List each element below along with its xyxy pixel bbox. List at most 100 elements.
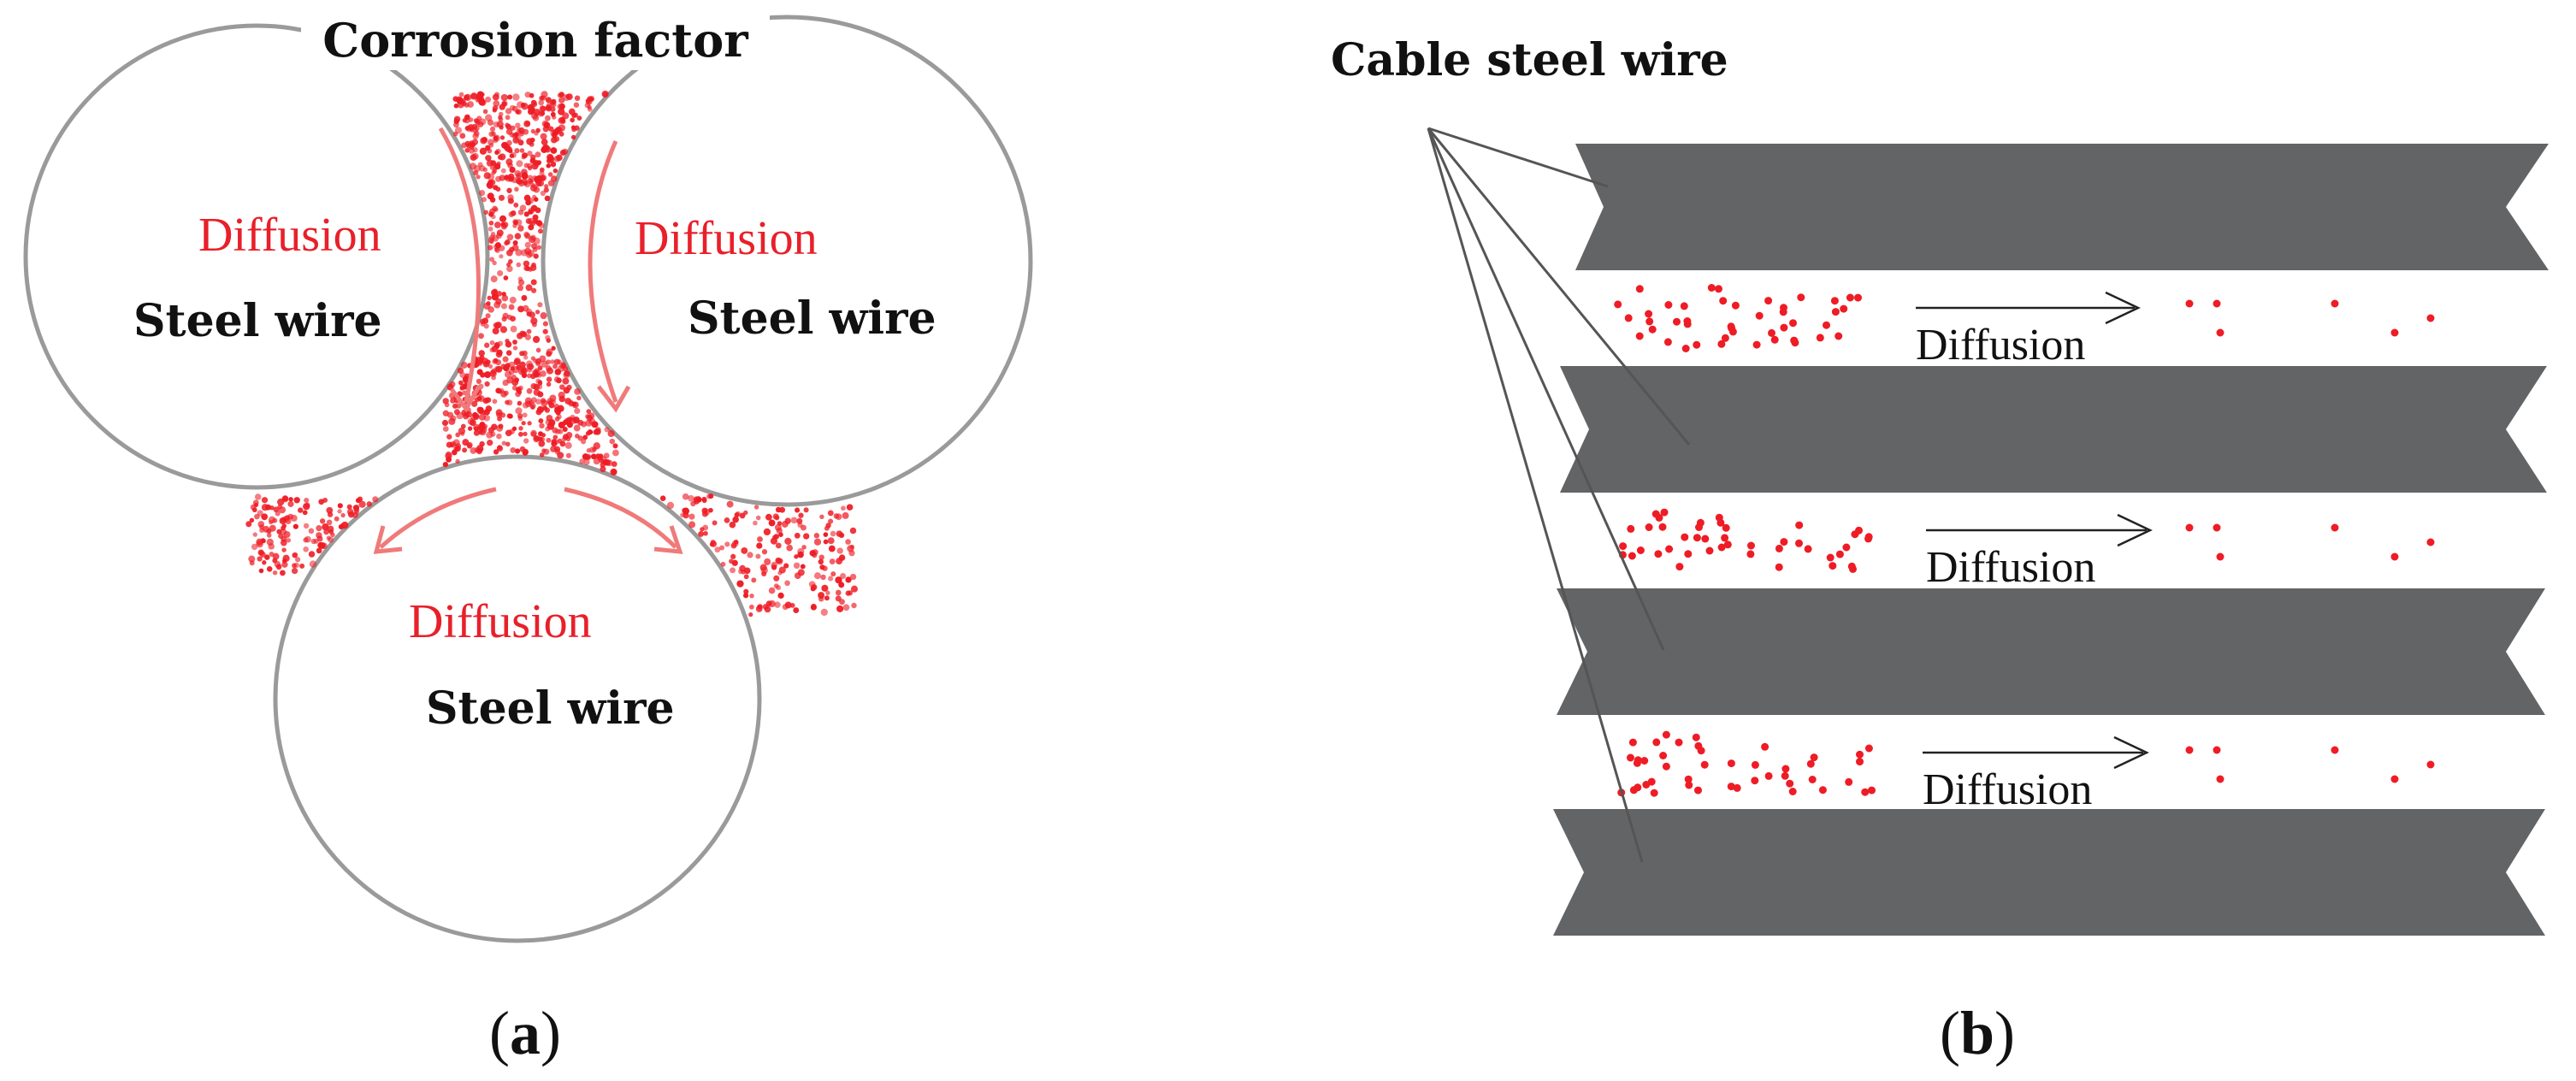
particle-dot <box>577 435 583 441</box>
particle-dot <box>542 321 548 327</box>
particle-dot <box>473 426 480 432</box>
particle-dot <box>512 340 517 345</box>
particle-dot <box>565 432 573 439</box>
particle-dot <box>334 516 340 522</box>
particle-dot <box>821 584 829 592</box>
particle-dot <box>337 509 342 514</box>
particle-dot <box>452 439 460 446</box>
particle-dot <box>1780 304 1787 312</box>
particle-dot <box>531 262 536 268</box>
particle-dot <box>1694 786 1702 795</box>
particle-dot <box>1719 297 1728 305</box>
particle-dot <box>1804 545 1812 553</box>
particle-dot <box>776 528 783 535</box>
particle-dot <box>1628 552 1636 560</box>
particle-dot <box>245 521 252 528</box>
particle-dot <box>551 98 557 104</box>
particle-dot <box>500 93 508 102</box>
particle-dot <box>1835 550 1844 558</box>
particle-dot <box>729 521 736 529</box>
particle-dot <box>526 328 532 334</box>
particle-dot <box>499 103 505 110</box>
particle-dot <box>1659 752 1668 759</box>
particle-dot <box>585 98 593 105</box>
particle-dot <box>533 109 541 116</box>
particle-dot <box>523 231 529 238</box>
particle-dot <box>471 123 478 130</box>
particle-dot <box>557 405 564 412</box>
particle-dot <box>1693 534 1701 542</box>
particle-dot <box>503 143 511 151</box>
particle-dot <box>582 434 588 440</box>
particle-dot <box>261 513 269 521</box>
particle-dot <box>742 593 749 599</box>
particle-dot <box>546 437 552 443</box>
pointer-line-2 <box>1427 127 1691 446</box>
particle-dot <box>503 275 509 281</box>
particle-dot <box>609 438 616 445</box>
particle-dot <box>489 369 497 377</box>
diffusion-label-bottom: Diffusion <box>409 595 592 648</box>
steel-wire-circle-left <box>23 23 490 490</box>
particle-dot <box>845 539 851 545</box>
particle-dot <box>522 412 528 418</box>
particle-dot <box>559 149 566 157</box>
particle-dot <box>553 376 560 383</box>
particle-dot <box>1861 788 1870 796</box>
particle-dot <box>521 294 528 301</box>
particle-dot <box>1695 523 1703 531</box>
particle-dot <box>442 461 449 468</box>
particle-dot <box>772 513 779 520</box>
particle-dot <box>812 552 818 558</box>
particle-dot <box>338 523 344 530</box>
particle-dot <box>849 527 857 535</box>
particle-dot <box>1775 544 1783 552</box>
particle-dot <box>550 147 558 154</box>
particle-dot <box>547 126 554 132</box>
particle-dot <box>500 222 505 227</box>
particle-dot <box>269 524 276 532</box>
particle-dot <box>539 174 546 181</box>
particle-dot <box>353 510 359 515</box>
particle-dot <box>1681 345 1690 352</box>
particle-dot <box>588 417 596 425</box>
diffusion-row-2: Diffusion <box>1894 513 2184 592</box>
particle-dot <box>487 245 493 251</box>
particle-dot <box>523 438 529 444</box>
particle-dot <box>688 521 696 529</box>
particle-dot <box>533 435 539 441</box>
particle-dot <box>753 520 758 526</box>
particle-dot <box>555 127 561 133</box>
particle-dot <box>514 186 519 192</box>
particle-dot <box>463 378 469 384</box>
particle-dot <box>448 417 456 425</box>
particle-dot <box>734 512 740 518</box>
particle-dot <box>352 505 360 511</box>
panel-b: Diffusion Diffusion Diffusion Cable stee… <box>1331 34 2549 1067</box>
particle-dot <box>278 533 284 539</box>
particle-dot <box>552 363 558 369</box>
particle-dot <box>485 114 493 121</box>
particle-dot <box>479 147 487 155</box>
particle-dot <box>496 349 503 356</box>
particle-dot <box>261 504 269 511</box>
particle-dot <box>517 279 525 286</box>
particle-dot <box>464 147 470 153</box>
particle-dot <box>505 338 510 344</box>
particle-dot <box>494 222 501 228</box>
particle-dot <box>1624 314 1633 322</box>
diffusion-row-1: Diffusion <box>1882 291 2172 369</box>
particle-dot <box>515 407 523 415</box>
particle-dot <box>800 564 806 570</box>
particle-dot <box>529 234 536 241</box>
particle-dot <box>1692 733 1700 741</box>
diffusion-arrow-left-head <box>449 385 482 413</box>
particle-dot <box>529 137 535 143</box>
particle-dot <box>1723 540 1732 549</box>
steel-wire-circle-bottom <box>273 454 762 943</box>
particle-dot <box>505 123 512 130</box>
particle-dot <box>810 604 817 611</box>
particle-dot <box>551 399 557 405</box>
particle-dot <box>574 407 581 415</box>
particle-dot <box>533 383 540 391</box>
